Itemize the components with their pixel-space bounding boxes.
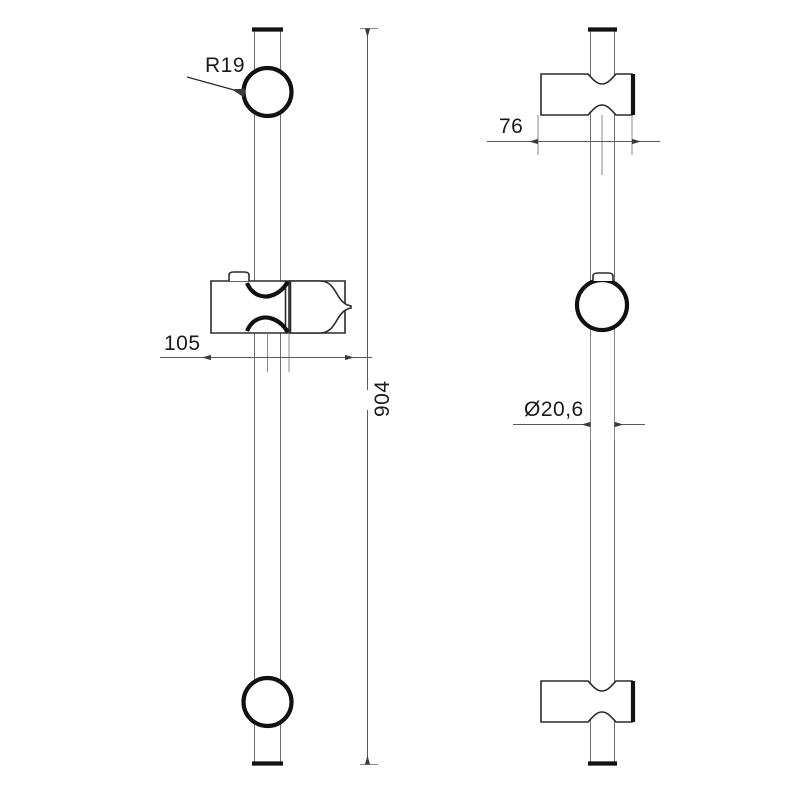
dimension-904-label: 904 [371, 380, 394, 417]
side-view: 76 Ø20,6 [487, 27, 660, 766]
dimension-105-label: 105 [164, 332, 201, 355]
slider-ring-tab [592, 272, 614, 281]
bottom-mounting-ring [241, 675, 294, 729]
radius-label: R19 [205, 54, 245, 77]
dimension-105: 105 [160, 332, 372, 372]
slider-bottom-notch [245, 315, 290, 334]
slider-ring [574, 272, 630, 333]
dimension-diameter: Ø20,6 [513, 330, 645, 440]
top-wall-bracket [540, 73, 636, 116]
slider-release-tab [228, 271, 250, 281]
top-bracket-body [540, 73, 633, 116]
front-view: R19 105 904 [160, 27, 394, 766]
slider-top-notch [245, 280, 290, 299]
front-rod [252, 27, 283, 766]
bottom-wall-bracket [540, 680, 636, 723]
dimension-76: 76 [487, 115, 660, 175]
radius-leader-line [186, 76, 247, 98]
slider-grip [288, 280, 352, 334]
dimension-diameter-label: Ø20,6 [524, 398, 584, 421]
bottom-bracket-body [540, 680, 633, 723]
dimension-76-label: 76 [499, 115, 523, 138]
radius-callout: R19 [186, 54, 247, 98]
slider-ring-circle [574, 277, 630, 333]
dimension-904: 904 [360, 28, 394, 765]
handset-holder-slider [210, 271, 352, 334]
top-mounting-ring [241, 65, 294, 119]
